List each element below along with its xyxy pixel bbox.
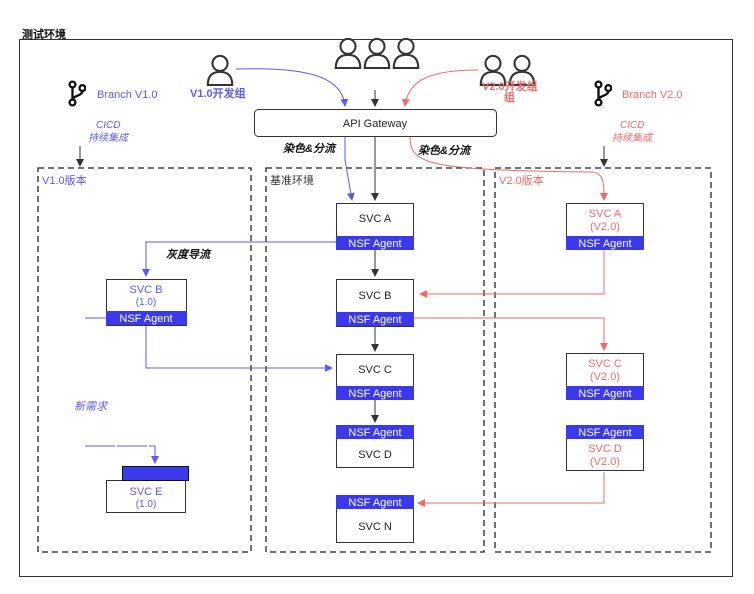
git-branch-icon (68, 80, 86, 107)
v2d-to-base-n (417, 472, 605, 507)
gw-red-route (409, 136, 608, 201)
svc-d-v2: NSF Agent SVC D (V2.0) (566, 425, 644, 471)
canary-label: 灰度导流 (166, 248, 212, 261)
svc-d-label: SVC D (358, 449, 392, 461)
svc-d-base: NSF Agent SVC D (336, 425, 414, 468)
base-b-to-v2c (414, 317, 608, 351)
svc-a-v2-version: (V2.0) (590, 221, 620, 233)
person-icon (206, 54, 234, 86)
nsf-agent-label: NSF Agent (348, 388, 401, 400)
svc-b-v1: SVC B (1.0) NSF Agent (106, 279, 187, 326)
svc-d-v2-version: (V2.0) (590, 456, 620, 468)
svc-b-base: SVC B NSF Agent (336, 279, 414, 327)
dye-left-label: 染色&分流 (282, 142, 337, 155)
api-gateway-label: API Gateway (343, 118, 408, 130)
zone-base (265, 167, 485, 553)
svc-n-label: SVC N (358, 521, 392, 533)
zone-v1 (37, 167, 252, 553)
v1b-to-base-c (145, 326, 333, 372)
person-icon (392, 37, 420, 69)
svc-e-v1: SVC E (1.0) (106, 466, 189, 513)
svc-c-v2-version: (V2.0) (590, 371, 620, 383)
svc-b-label: SVC B (358, 290, 391, 302)
nsf-agent-label: NSF Agent (119, 313, 172, 325)
svc-e-v1-label: SVC E (129, 486, 162, 498)
zone-v1-label: V1.0版本 (42, 173, 87, 187)
branch-v2-label: Branch V2.0 (622, 89, 683, 101)
svc-a-label: SVC A (359, 213, 392, 225)
svc-b-v1-label: SVC B (129, 284, 162, 296)
api-gateway-box (254, 109, 497, 137)
svc-a-v2: SVC A (V2.0) NSF Agent (566, 203, 644, 250)
nsf-agent-label: NSF Agent (578, 388, 631, 400)
branch-v1-label: Branch V1.0 (97, 89, 158, 101)
canary-route (142, 241, 336, 277)
svc-e-v1-version: (1.0) (136, 499, 157, 510)
v2-team-arrow (401, 69, 479, 107)
v2-team-label: V2.0开发组 (482, 79, 538, 93)
svc-c-base: SVC C NSF Agent (336, 354, 414, 400)
zone-v2-label: V2.0版本 (499, 173, 544, 187)
svc-b-v1-version: (1.0) (136, 297, 157, 308)
person-icon (363, 37, 391, 69)
cicd-v1-sub: 持续集成 (88, 132, 130, 144)
svc-a-v2-label: SVC A (589, 208, 622, 220)
git-branch-icon (594, 80, 612, 107)
nsf-agent-label: NSF Agent (348, 314, 401, 326)
v2a-to-base-b (419, 250, 605, 298)
new-req-label: 新需求 (74, 400, 109, 413)
svc-c-v2: SVC C (V2.0) NSF Agent (566, 353, 644, 400)
zone-base-label: 基准环境 (270, 173, 314, 187)
frame-title: 测试环境 (22, 27, 66, 41)
nsf-agent-label: NSF Agent (578, 427, 631, 439)
nsf-agent-label: NSF Agent (348, 497, 401, 509)
v1-team-label: V1.0开发组 (190, 86, 246, 100)
dye-right-label: 染色&分流 (417, 144, 472, 157)
svc-n-base: NSF Agent SVC N (336, 495, 414, 543)
svc-d-v2-label: SVC D (588, 443, 622, 455)
gw-blue-route (344, 137, 355, 201)
nsf-agent-label: NSF Agent (348, 238, 401, 250)
cicd-v1-label: CICD (96, 120, 120, 131)
svc-c-v2-label: SVC C (588, 358, 622, 370)
v1-team-arrow (235, 68, 349, 107)
cicd-v2-label: CICD (620, 120, 644, 131)
cicd-v2-sub: 持续集成 (612, 132, 654, 144)
new-req-route (85, 445, 159, 464)
svc-a-base: SVC A NSF Agent (336, 203, 414, 250)
person-icon (334, 37, 362, 69)
nsf-agent-label: NSF Agent (348, 427, 401, 439)
v2-team-label-wrap: 组 (504, 90, 515, 104)
svc-c-label: SVC C (358, 364, 392, 376)
nsf-agent-label: NSF Agent (578, 238, 631, 250)
